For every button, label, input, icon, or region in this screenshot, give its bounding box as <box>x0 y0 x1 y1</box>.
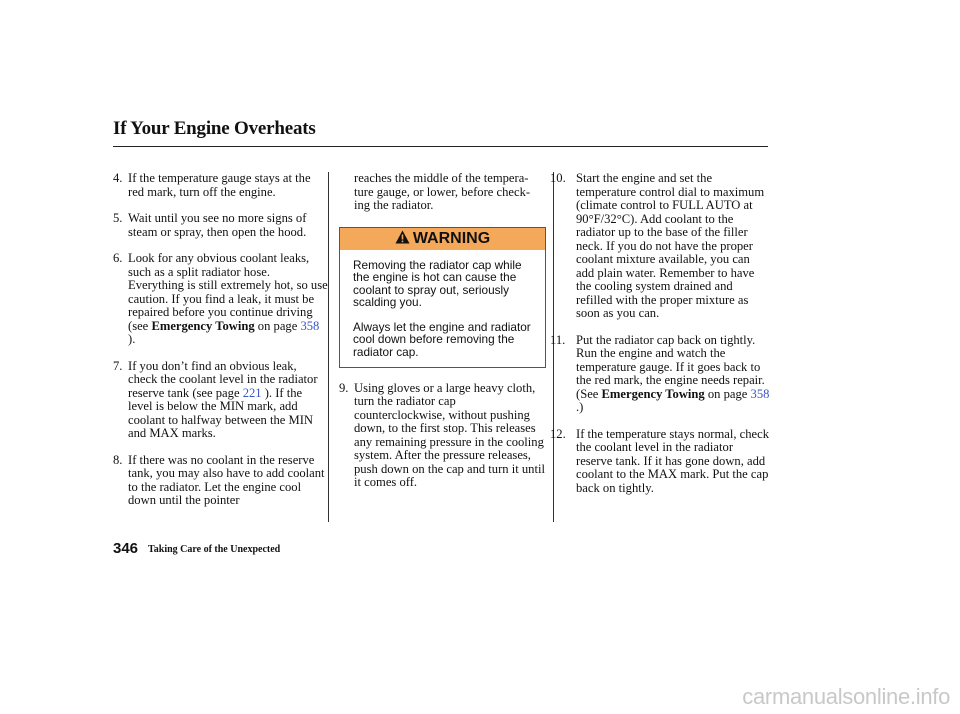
step-number: 11. <box>550 332 566 347</box>
step-text: If there was no coolant in the reserve t… <box>128 452 325 507</box>
step-text-end: ). If the level is below the MIN mark, a… <box>128 385 313 440</box>
ref-end: .) <box>576 400 584 414</box>
section-name: Taking Care of the Unexpected <box>148 544 281 555</box>
page-title: If Your Engine Overheats <box>113 118 316 139</box>
step-number: 7. <box>113 358 123 373</box>
step-7: 7. If you don’t find an obvious leak, ch… <box>113 358 328 441</box>
column-1: 4. If the temperature gauge stays at the… <box>113 171 328 521</box>
warning-header: WARNING <box>340 227 545 250</box>
emergency-towing-ref: Emergency Towing <box>151 318 255 333</box>
page-link-221[interactable]: 221 <box>242 385 262 400</box>
warning-paragraph: Removing the radiator cap while the engi… <box>353 257 522 310</box>
warning-paragraph: Always let the engine and radiator cool … <box>353 319 531 360</box>
emergency-towing-ref: Emergency Towing <box>601 386 705 401</box>
step-11: 11. Put the radiator cap back on tightly… <box>550 332 771 415</box>
step-5: 5. Wait until you see no more signs of s… <box>113 211 328 239</box>
column-divider <box>328 172 329 522</box>
column-2: reaches the middle of the tempera- ture … <box>339 171 547 503</box>
step-text: Start the engine and set the temperature… <box>576 171 765 320</box>
title-rule <box>113 146 768 147</box>
ref-end: ). <box>128 332 136 346</box>
warning-body: Removing the radiator cap while the engi… <box>340 250 545 367</box>
step-text: If the temperature gauge stays at the re… <box>128 171 311 199</box>
step-8: 8. If there was no coolant in the reserv… <box>113 452 328 508</box>
page-link-358[interactable]: 358 <box>300 318 320 333</box>
step-10: 10. Start the engine and set the tempera… <box>550 171 771 321</box>
step-text: Put the radiator cap back on tightly. Ru… <box>576 332 765 401</box>
step-4: 4. If the temperature gauge stays at the… <box>113 171 328 199</box>
step-text: Look for any obvious coolant leaks, such… <box>128 251 328 333</box>
ref-text: on page <box>704 386 751 401</box>
step-number: 10. <box>550 171 566 185</box>
column-divider <box>553 172 554 522</box>
step-text: If you don’t find an obvious leak, check… <box>128 358 318 400</box>
warning-label: WARNING <box>412 229 491 247</box>
step-text: Wait until you see no more signs of stea… <box>128 211 307 239</box>
step-text: Using gloves or a large heavy cloth, tur… <box>354 380 545 490</box>
step-6: 6. Look for any obvious coolant leaks, s… <box>113 251 328 347</box>
step-number: 12. <box>550 426 566 441</box>
column-3: 10. Start the engine and set the tempera… <box>550 171 771 508</box>
step-number: 4. <box>113 171 123 185</box>
step-9: 9. Using gloves or a large heavy cloth, … <box>339 380 547 490</box>
step-8-continued: reaches the middle of the tempera- ture … <box>354 171 531 212</box>
page-link-358[interactable]: 358 <box>750 386 770 401</box>
step-number: 6. <box>113 251 123 265</box>
step-text: If the temperature stays normal, check t… <box>576 426 770 495</box>
ref-text: on page <box>254 318 301 333</box>
step-number: 8. <box>113 452 123 467</box>
step-12: 12. If the temperature stays normal, che… <box>550 426 771 496</box>
warning-triangle-icon <box>395 230 410 247</box>
step-number: 9. <box>339 380 349 395</box>
watermark: carmanualsonline.info <box>742 684 950 709</box>
page-number: 346 <box>113 540 139 557</box>
step-number: 5. <box>113 211 123 225</box>
warning-box: WARNING Removing the radiator cap while … <box>339 226 546 368</box>
